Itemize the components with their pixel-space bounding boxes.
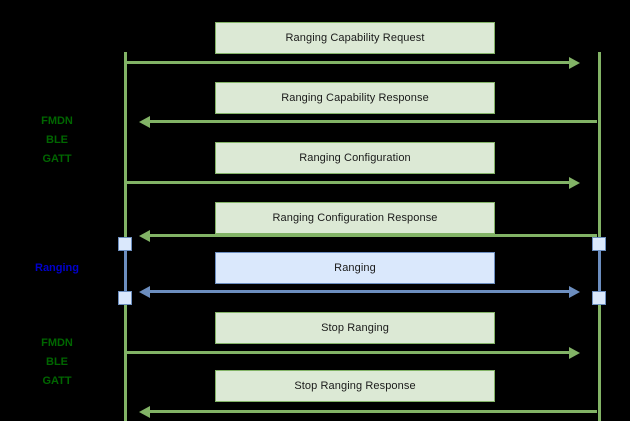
arrow-head-right-icon bbox=[569, 346, 580, 359]
message-label: Stop Ranging bbox=[321, 322, 389, 334]
right-lifeline-green-upper bbox=[598, 52, 601, 243]
right-activation-start bbox=[592, 237, 606, 251]
message-label: Ranging Configuration bbox=[299, 152, 411, 164]
message-label: Ranging Configuration Response bbox=[272, 212, 438, 224]
left-lifeline-blue-ranging bbox=[124, 250, 127, 297]
arrow-line-stop-ranging bbox=[126, 351, 569, 354]
phase-label-fmdn-ble-gatt-bottom: FMDN BLE GATT bbox=[26, 334, 88, 391]
left-lifeline-green-lower bbox=[124, 304, 127, 421]
arrow-head-right-icon bbox=[569, 176, 580, 189]
arrow-line-ranging bbox=[150, 290, 570, 293]
phase-label-fmdn-ble-gatt-top: FMDN BLE GATT bbox=[26, 112, 88, 169]
left-lifeline-green-upper bbox=[124, 52, 127, 243]
message-box-ranging-capability-response: Ranging Capability Response bbox=[215, 82, 495, 114]
arrow-head-right-icon bbox=[569, 285, 580, 298]
phase-label-line: FMDN bbox=[41, 115, 73, 127]
arrow-head-left-icon bbox=[139, 229, 150, 242]
phase-label-line: FMDN bbox=[41, 337, 73, 349]
message-label: Ranging Capability Request bbox=[285, 32, 425, 44]
message-box-ranging: Ranging bbox=[215, 252, 495, 284]
arrow-line-stop-ranging-response bbox=[150, 410, 597, 413]
arrow-line-ranging-capability-request bbox=[126, 61, 569, 64]
message-label: Ranging bbox=[334, 262, 376, 274]
phase-label-line: Ranging bbox=[35, 262, 79, 274]
message-box-ranging-configuration-response: Ranging Configuration Response bbox=[215, 202, 495, 234]
arrow-head-right-icon bbox=[569, 56, 580, 69]
message-box-ranging-capability-request: Ranging Capability Request bbox=[215, 22, 495, 54]
message-box-stop-ranging: Stop Ranging bbox=[215, 312, 495, 344]
phase-label-line: BLE bbox=[46, 134, 68, 146]
right-lifeline-blue-ranging bbox=[598, 250, 601, 297]
arrow-head-left-icon bbox=[139, 405, 150, 418]
right-lifeline-green-lower bbox=[598, 304, 601, 421]
message-box-ranging-configuration: Ranging Configuration bbox=[215, 142, 495, 174]
phase-label-line: GATT bbox=[42, 153, 72, 165]
arrow-line-ranging-configuration-response bbox=[150, 234, 597, 237]
message-box-stop-ranging-response: Stop Ranging Response bbox=[215, 370, 495, 402]
phase-label-line: GATT bbox=[42, 375, 72, 387]
phase-label-line: BLE bbox=[46, 356, 68, 368]
left-activation-start bbox=[118, 237, 132, 251]
arrow-line-ranging-capability-response bbox=[150, 120, 597, 123]
message-label: Ranging Capability Response bbox=[281, 92, 429, 104]
arrow-head-left-icon bbox=[139, 115, 150, 128]
phase-label-ranging: Ranging bbox=[26, 259, 88, 278]
left-activation-end bbox=[118, 291, 132, 305]
arrow-line-ranging-configuration bbox=[126, 181, 569, 184]
right-activation-end bbox=[592, 291, 606, 305]
message-label: Stop Ranging Response bbox=[294, 380, 416, 392]
arrow-head-left-icon bbox=[139, 285, 150, 298]
